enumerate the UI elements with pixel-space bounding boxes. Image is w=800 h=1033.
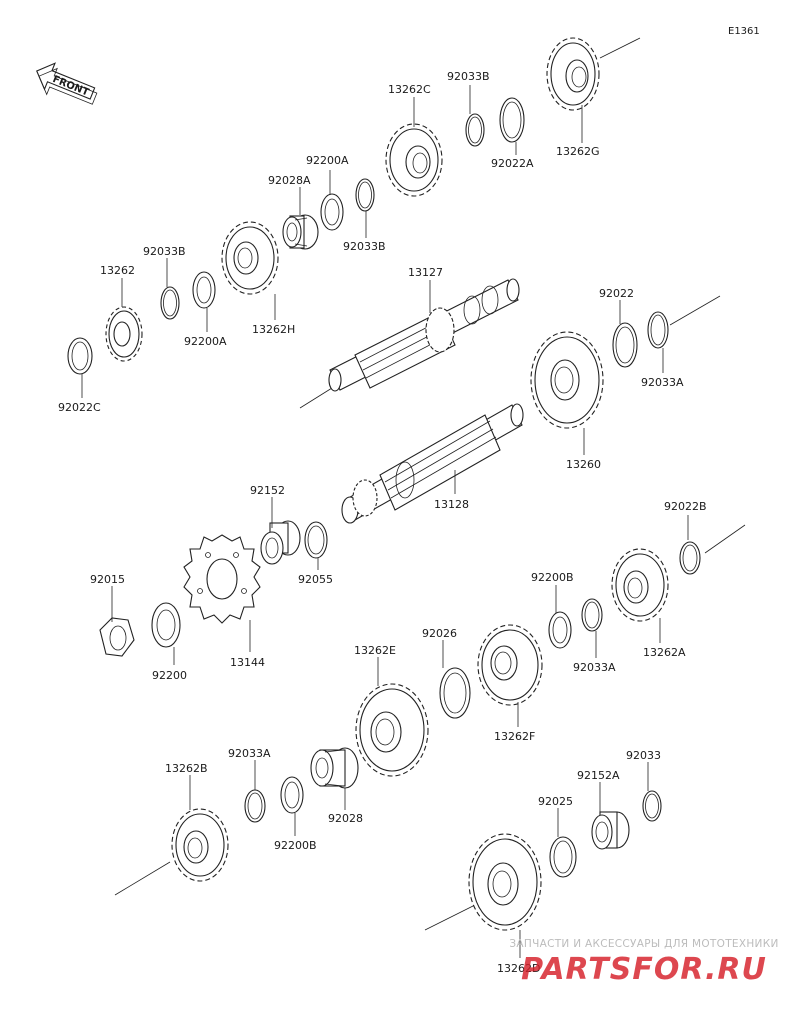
gear-13262A [611,548,669,622]
leader-lines [81,85,689,958]
bearing-92028A [282,214,319,250]
label-13144: 13144 [230,656,265,669]
label-92022: 92022 [599,287,634,300]
collar-92152 [260,520,301,565]
label-92200B-low: 92200B [274,839,317,852]
circlip-92033A-mid [581,598,603,632]
gear-13262H [221,221,279,295]
shaft-13128 [341,403,524,524]
axis-output-right [669,295,721,326]
washer-92022C [67,337,93,375]
label-13260: 13260 [566,458,601,471]
gear-13262D [468,833,542,931]
washer-92022A [499,97,525,143]
label-92055: 92055 [298,573,333,586]
washer-92022B [679,541,701,575]
sprocket-13144 [183,534,261,624]
label-92200B-mid: 92200B [531,571,574,584]
washer-92200 [151,602,181,648]
label-92033B-left: 92033B [143,245,186,258]
label-92200A-left: 92200A [184,335,227,348]
washer-92022 [612,322,638,368]
label-92200A-top: 92200A [306,154,349,167]
collar-92152A [591,811,630,850]
label-92033A-low: 92033A [228,747,271,760]
label-13262A: 13262A [643,646,686,659]
gear-13262B [171,808,229,882]
label-92026: 92026 [422,627,457,640]
diagram-code: E1361 [728,26,760,37]
washer-92200B-mid [548,611,572,649]
axis-bottom-left [114,861,171,896]
gear-13262C [385,123,443,197]
label-13262C: 13262C [388,83,431,96]
circlip-92033A-right [647,311,669,349]
gear-13262G [546,37,600,111]
circlip-92033B-left [160,286,180,320]
label-92033: 92033 [626,749,661,762]
label-92033A-right: 92033A [641,376,684,389]
label-92028A: 92028A [268,174,311,187]
nut-92015 [99,617,135,657]
label-13262: 13262 [100,264,135,277]
label-92033A-mid: 92033A [573,661,616,674]
axis-top-right [599,37,641,59]
label-13262D: 13262D [497,962,540,975]
label-92152: 92152 [250,484,285,497]
label-92022C: 92022C [58,401,101,414]
label-92152A: 92152A [577,769,620,782]
label-92022A: 92022A [491,157,534,170]
gear-13262F [477,624,543,706]
label-13128: 13128 [434,498,469,511]
axis-input-left [299,387,333,409]
label-13262F: 13262F [494,730,535,743]
label-92200: 92200 [152,669,187,682]
washer-92025 [549,836,577,878]
label-92033B-mid: 92033B [343,240,386,253]
oring-92055 [304,521,328,559]
assembly-axis-lines [114,37,746,931]
gear-13260 [530,331,604,429]
axis-mid-right [704,524,746,554]
bearing-92028 [310,747,359,789]
label-13262H: 13262H [252,323,295,336]
label-92028: 92028 [328,812,363,825]
washer-92026 [439,667,471,719]
label-13262E: 13262E [354,644,396,657]
label-13262G: 13262G [556,145,600,158]
gear-13262 [105,306,143,362]
circlip-92033B-mid [355,178,375,212]
label-92015: 92015 [90,573,125,586]
label-92025: 92025 [538,795,573,808]
axis-bottom-mid [424,904,476,931]
gear-13262E [355,683,429,777]
washer-92200B-low [280,776,304,814]
circlip-92033 [642,790,662,822]
shaft-13127 [328,278,520,392]
label-13127: 13127 [408,266,443,279]
front-direction-arrow: FRONT [36,62,98,105]
label-92033B-top: 92033B [447,70,490,83]
part-labels: 13262G 92033B 13262C 92022A 92200A 92028… [58,70,707,975]
label-13262B: 13262B [165,762,208,775]
washer-92200A-top [320,193,344,231]
label-92022B: 92022B [664,500,707,513]
circlip-92033B-top [465,113,485,147]
circlip-92033A-low [244,789,266,823]
washer-92200A-left [192,271,216,309]
